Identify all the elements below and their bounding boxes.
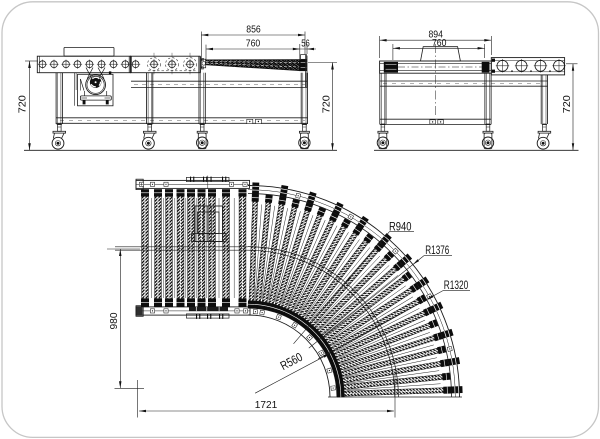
svg-text:R940: R940 bbox=[389, 219, 412, 233]
svg-text:894: 894 bbox=[428, 28, 443, 40]
svg-text:760: 760 bbox=[246, 37, 261, 49]
svg-text:720: 720 bbox=[561, 95, 573, 113]
svg-text:1721: 1721 bbox=[255, 399, 278, 411]
svg-text:760: 760 bbox=[432, 37, 447, 49]
svg-text:980: 980 bbox=[108, 312, 120, 329]
svg-text:R1320: R1320 bbox=[444, 278, 469, 292]
svg-text:720: 720 bbox=[320, 95, 332, 113]
svg-text:720: 720 bbox=[16, 95, 28, 113]
svg-text:56: 56 bbox=[301, 38, 310, 49]
svg-text:R1376: R1376 bbox=[425, 243, 449, 257]
svg-text:856: 856 bbox=[246, 23, 261, 35]
